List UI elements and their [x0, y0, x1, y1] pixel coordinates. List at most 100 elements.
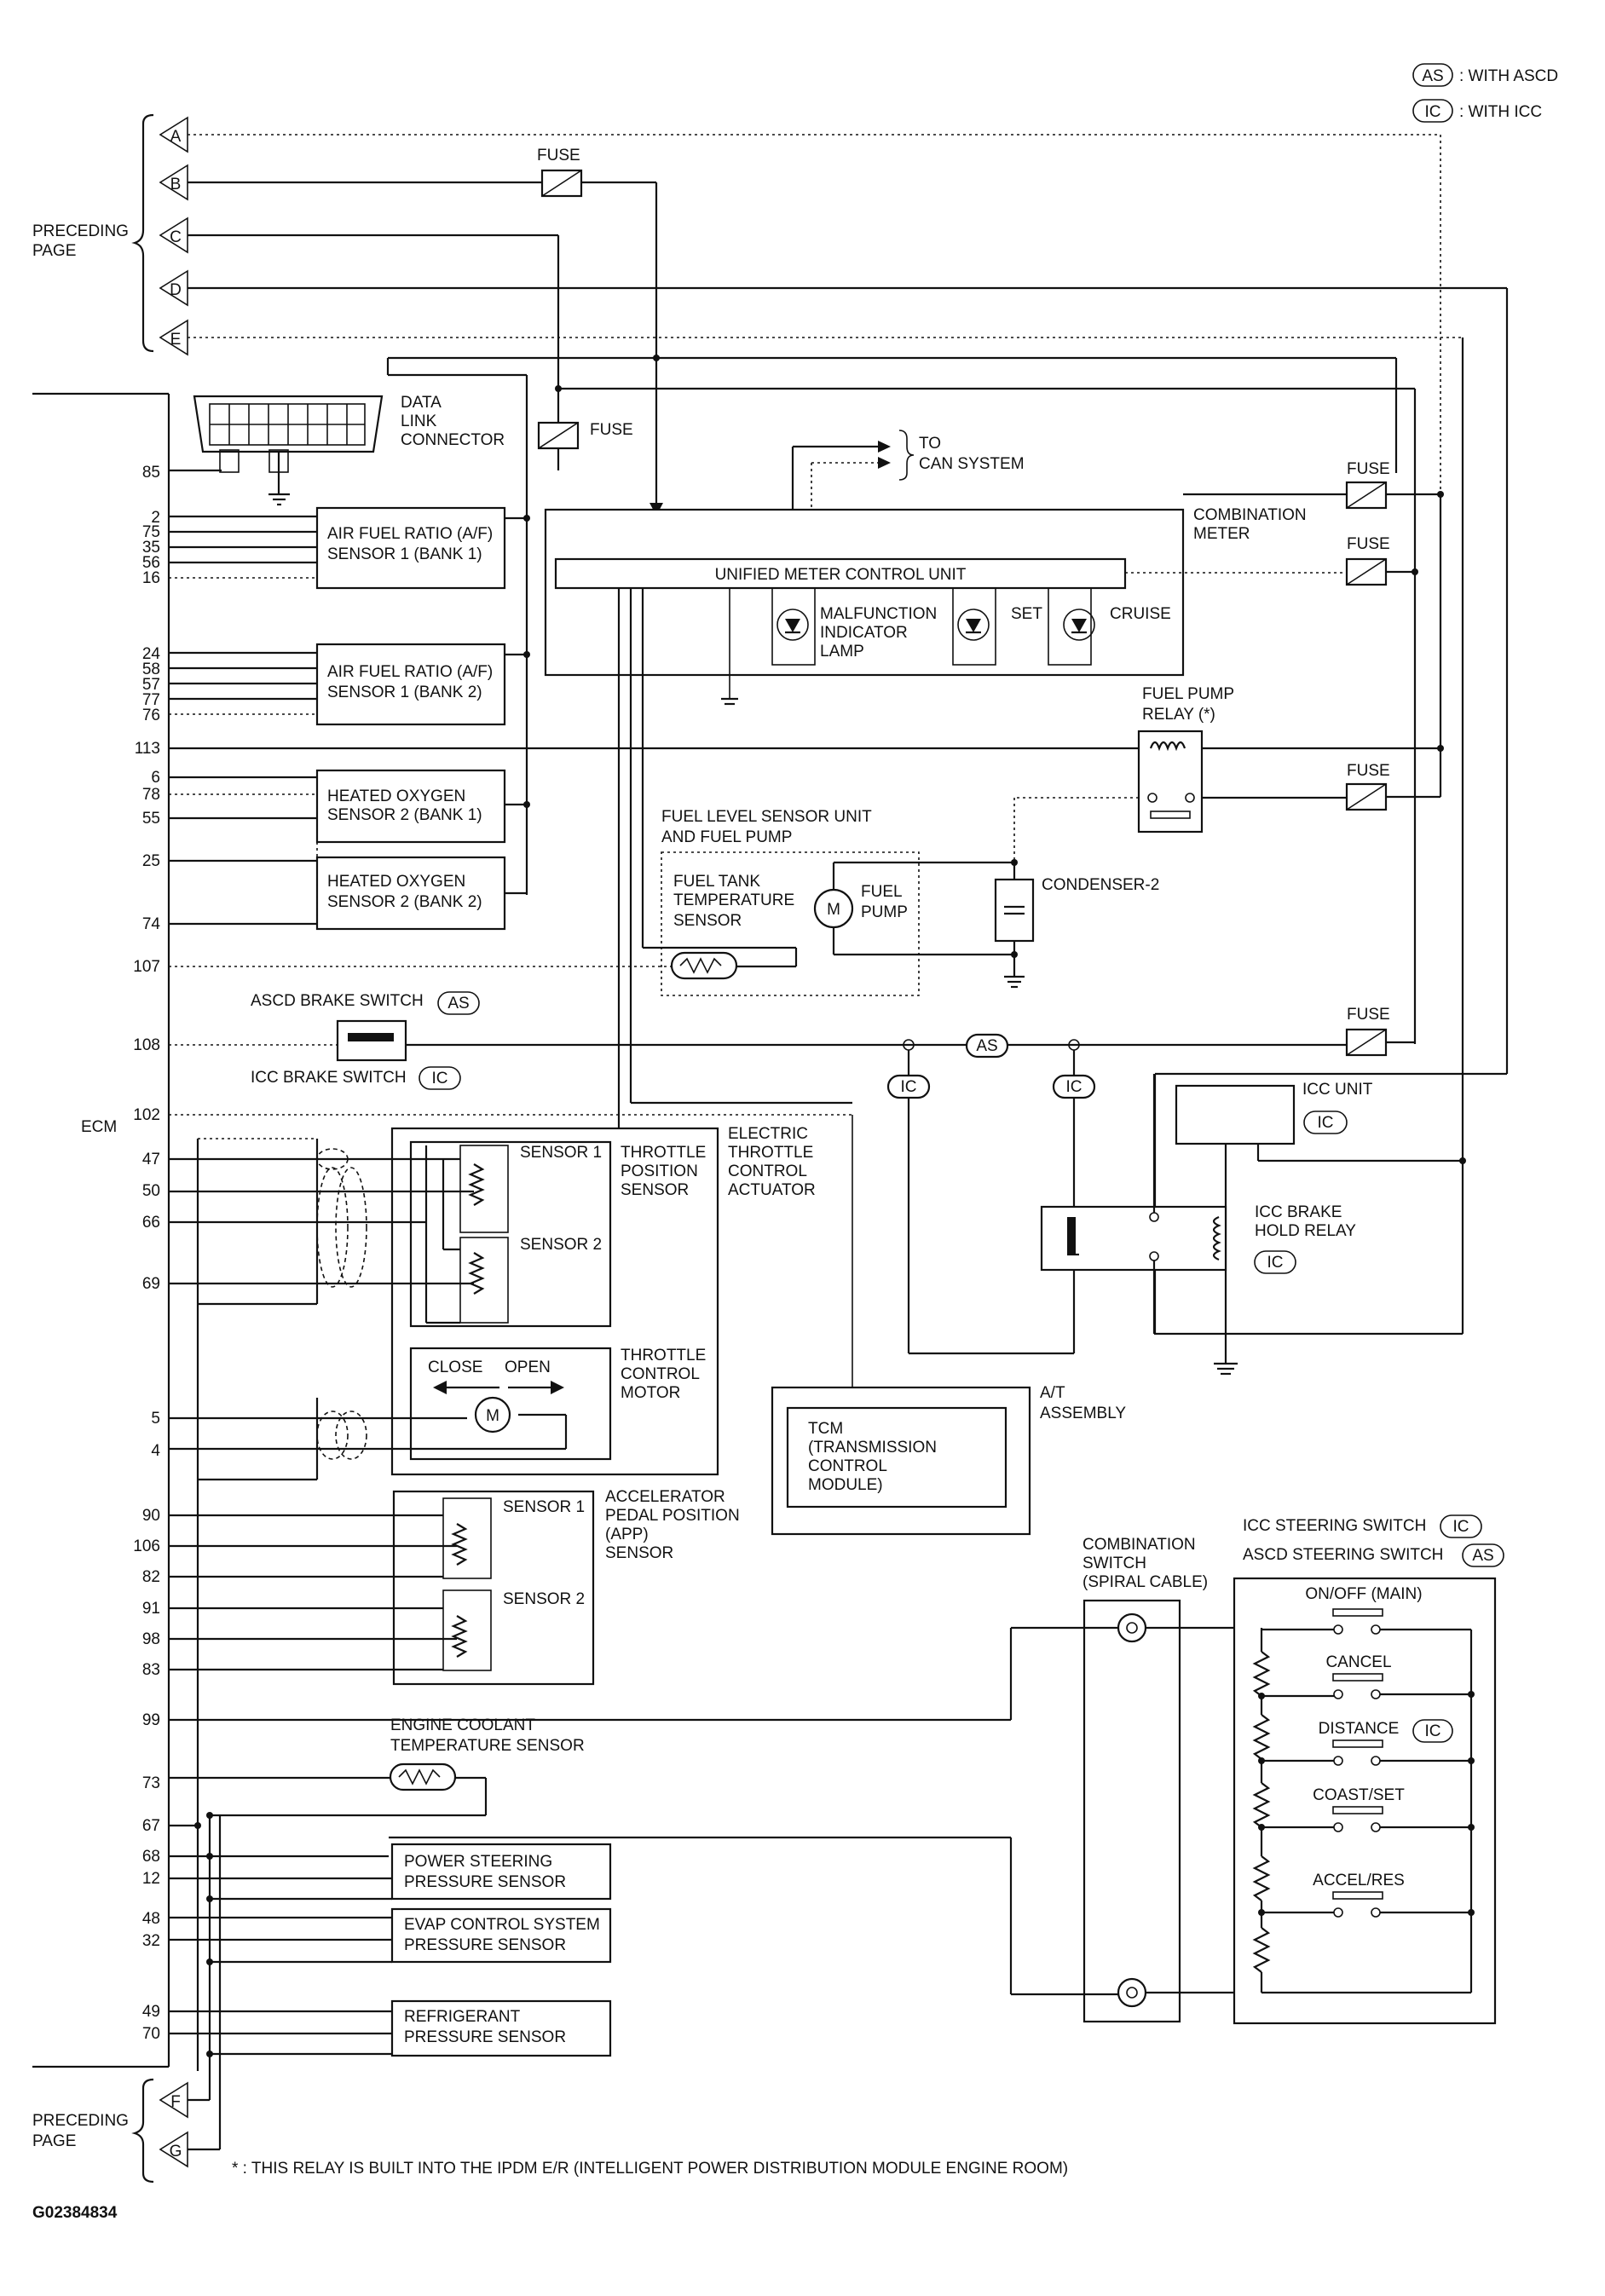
svg-text:SENSOR 1: SENSOR 1: [503, 1498, 585, 1516]
svg-text:FUSE: FUSE: [1347, 535, 1390, 553]
svg-text:HOLD RELAY: HOLD RELAY: [1255, 1222, 1356, 1240]
can-label-1: TO: [919, 435, 941, 453]
svg-text:SET: SET: [1011, 605, 1042, 623]
condenser-2: CONDENSER-2: [994, 876, 1159, 943]
svg-text:PRESSURE SENSOR: PRESSURE SENSOR: [404, 1873, 566, 1891]
preceding-page-top-label-1: PRECEDING: [32, 222, 129, 240]
svg-text:THROTTLE: THROTTLE: [621, 1144, 706, 1162]
svg-text:PRECEDING: PRECEDING: [32, 2112, 129, 2130]
pin-48: 48: [142, 1910, 160, 1928]
svg-text:IC: IC: [1318, 1114, 1334, 1132]
app-sensor: ACCELERATOR PEDAL POSITION (APP) SENSOR …: [392, 1488, 740, 1686]
legend-ic-badge: IC: [1425, 103, 1441, 121]
svg-text:F: F: [170, 2093, 181, 2111]
svg-text:IC: IC: [432, 1070, 448, 1087]
svg-text:EVAP CONTROL SYSTEM: EVAP CONTROL SYSTEM: [404, 1916, 600, 1934]
fuse-b-label: FUSE: [537, 147, 580, 164]
svg-text:TCM: TCM: [808, 1420, 843, 1438]
ho2-sensor-bank1: HEATED OXYGEN SENSOR 2 (BANK 1): [315, 769, 506, 844]
svg-text:A/T: A/T: [1040, 1384, 1065, 1402]
svg-text:(SPIRAL CABLE): (SPIRAL CABLE): [1083, 1573, 1208, 1591]
icc-unit: ICC UNIT IC: [1175, 1081, 1373, 1145]
svg-text:HEATED OXYGEN: HEATED OXYGEN: [327, 873, 465, 891]
diagram-id: G02384834: [32, 2204, 118, 2222]
svg-text:CRUISE: CRUISE: [1110, 605, 1171, 623]
svg-text:SENSOR: SENSOR: [621, 1181, 689, 1199]
svg-text:IC: IC: [901, 1078, 917, 1096]
svg-text:FUSE: FUSE: [1347, 1006, 1390, 1024]
pin-55: 55: [142, 810, 160, 828]
pin-66: 66: [142, 1214, 160, 1232]
connector-c: C: [159, 216, 188, 254]
svg-text:ASCD STEERING SWITCH: ASCD STEERING SWITCH: [1243, 1546, 1443, 1564]
pin-49: 49: [142, 2003, 160, 2021]
fuel-level-sensor-unit: FUEL LEVEL SENSOR UNIT AND FUEL PUMP FUE…: [661, 808, 920, 996]
connector-f: F: [159, 2081, 188, 2119]
brake-switch: ASCD BRAKE SWITCH AS ICC BRAKE SWITCH IC: [251, 991, 480, 1090]
pin-4: 4: [151, 1442, 160, 1460]
legend-as-text: : WITH ASCD: [1459, 67, 1558, 85]
power-steering-pressure-sensor: POWER STEERING PRESSURE SENSOR: [390, 1843, 612, 1901]
svg-text:AS: AS: [447, 995, 469, 1012]
svg-text:ELECTRIC: ELECTRIC: [728, 1125, 808, 1143]
svg-text:CONTROL: CONTROL: [728, 1162, 807, 1180]
legend: AS : WITH ASCD IC : WITH ICC: [1412, 63, 1558, 123]
svg-text:ICC UNIT: ICC UNIT: [1302, 1081, 1373, 1099]
umcu-label: UNIFIED METER CONTROL UNIT: [715, 566, 967, 584]
svg-text:ASSEMBLY: ASSEMBLY: [1040, 1405, 1126, 1422]
svg-text:CONDENSER-2: CONDENSER-2: [1042, 876, 1159, 894]
combination-meter: COMBINATION METER UNIFIED METER CONTROL …: [544, 506, 1307, 677]
pin-32: 32: [142, 1932, 160, 1950]
svg-text:SENSOR: SENSOR: [673, 912, 742, 930]
fuse-column: FUSE FUSE FUSE FUSE: [1345, 460, 1390, 1057]
pin-91: 91: [142, 1600, 160, 1618]
combination-meter-label-1: COMBINATION: [1193, 506, 1307, 524]
svg-text:ICC STEERING SWITCH: ICC STEERING SWITCH: [1243, 1517, 1426, 1535]
pin-5: 5: [151, 1410, 160, 1428]
af-sensor-bank1: AIR FUEL RATIO (A/F) SENSOR 1 (BANK 1): [315, 506, 506, 590]
pin-78: 78: [142, 786, 160, 804]
connector-g: G: [159, 2131, 188, 2168]
svg-text:CONTROL: CONTROL: [808, 1457, 887, 1475]
pin-16: 16: [142, 569, 160, 587]
svg-text:FUEL: FUEL: [861, 883, 903, 901]
pin-106: 106: [133, 1537, 160, 1555]
pin-2: 2: [151, 509, 160, 527]
connector-e: E: [159, 319, 188, 356]
pin-77: 77: [142, 691, 160, 709]
preceding-page-top: PRECEDING PAGE A B C D E: [32, 113, 188, 356]
svg-text:TEMPERATURE SENSOR: TEMPERATURE SENSOR: [390, 1737, 585, 1755]
pin-12: 12: [142, 1870, 160, 1888]
svg-text:THROTTLE: THROTTLE: [728, 1144, 813, 1162]
pin-47: 47: [142, 1151, 160, 1168]
pin-68: 68: [142, 1848, 160, 1866]
connector-b: B: [159, 164, 188, 201]
svg-text:IC: IC: [1267, 1254, 1284, 1272]
svg-text:PRESSURE SENSOR: PRESSURE SENSOR: [404, 1936, 566, 1954]
svg-text:PEDAL POSITION: PEDAL POSITION: [605, 1507, 740, 1525]
pin-70: 70: [142, 2025, 160, 2043]
pin-73: 73: [142, 1774, 160, 1792]
refrigerant-pressure-sensor: REFRIGERANT PRESSURE SENSOR: [390, 1999, 612, 2057]
icc-brake-hold-relay: ICC BRAKE HOLD RELAY IC: [1040, 1203, 1356, 1274]
svg-text:ACTUATOR: ACTUATOR: [728, 1181, 816, 1199]
footnote: * : THIS RELAY IS BUILT INTO THE IPDM E/…: [232, 2160, 1068, 2178]
steering-switch: ICC STEERING SWITCH IC ASCD STEERING SWI…: [1233, 1514, 1504, 2025]
pin-113: 113: [135, 740, 160, 758]
svg-text:CLOSE: CLOSE: [428, 1359, 482, 1376]
svg-text:IC: IC: [1066, 1078, 1083, 1096]
pin-99: 99: [142, 1711, 160, 1729]
pin-102: 102: [133, 1106, 160, 1124]
pin-35: 35: [142, 539, 160, 557]
pin-85: 85: [142, 464, 160, 482]
svg-text:AIR FUEL RATIO (A/F): AIR FUEL RATIO (A/F): [327, 663, 493, 681]
svg-text:PRESSURE SENSOR: PRESSURE SENSOR: [404, 2028, 566, 2046]
svg-text:POSITION: POSITION: [621, 1162, 698, 1180]
ecm-pins: 85 2 75 35 56 16 24 58 57 77 76 113 6 78…: [133, 464, 160, 2043]
svg-text:INDICATOR: INDICATOR: [820, 624, 908, 642]
svg-text:FUSE: FUSE: [1347, 460, 1390, 478]
svg-text:AS: AS: [976, 1037, 997, 1055]
pin-69: 69: [142, 1275, 160, 1293]
combination-meter-label-2: METER: [1193, 525, 1250, 543]
